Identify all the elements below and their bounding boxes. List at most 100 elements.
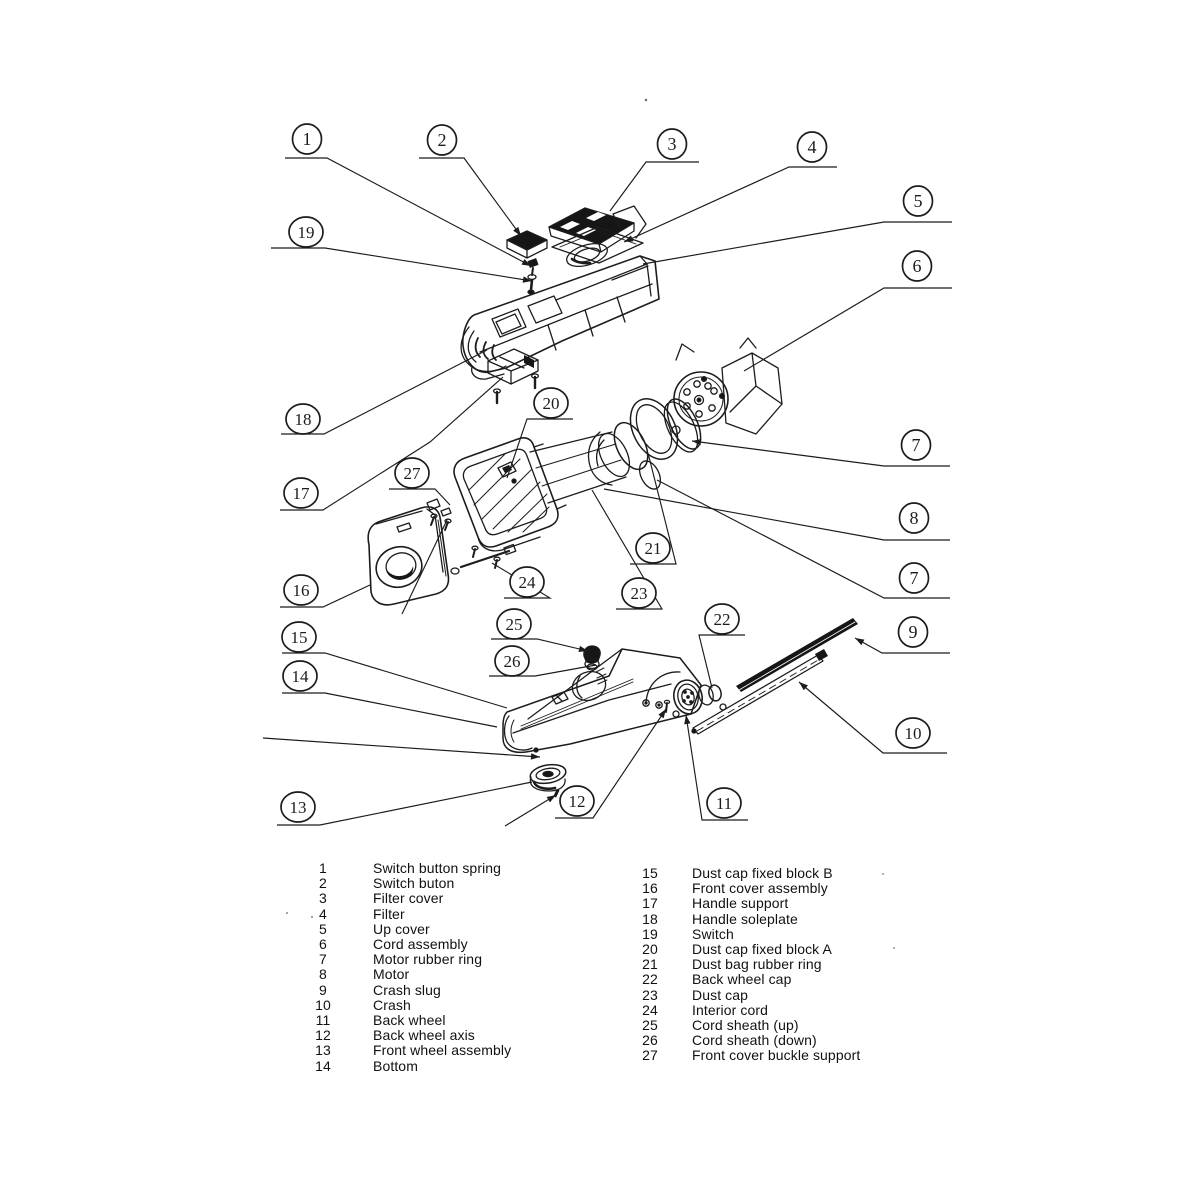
callout-18: 18 [285, 403, 321, 435]
up-cover-drawing [462, 242, 660, 373]
callout-number: 5 [914, 191, 923, 211]
callout-number: 11 [716, 794, 732, 813]
parts-list-row: 27 Front cover buckle support [633, 1048, 860, 1063]
leader-arrowhead [578, 645, 588, 653]
part-name: Front wheel assembly [373, 1042, 512, 1059]
switch-button-drawing [506, 230, 548, 259]
part-name: Cord sheath (up) [692, 1017, 799, 1034]
part-name: Handle soleplate [692, 910, 798, 927]
handle-soleplate-drawing [487, 348, 540, 405]
callout-number: 20 [543, 394, 560, 413]
part-name: Crash [373, 996, 411, 1013]
callout-number: 16 [293, 581, 310, 600]
callout-24: 24 [509, 566, 545, 598]
part-number: 8 [319, 966, 327, 983]
leader-line-17 [280, 376, 504, 511]
leader-line-16 [280, 584, 371, 608]
part-name: Back wheel cap [692, 971, 792, 988]
callout-2: 2 [426, 124, 458, 156]
callout-19: 19 [288, 216, 324, 248]
leader-line-19 [271, 247, 533, 282]
part-number: 6 [319, 936, 327, 953]
leader-line-10 [798, 681, 947, 754]
dust-cap-horn-drawing [453, 437, 567, 552]
part-name: Interior cord [692, 1001, 768, 1018]
callout-number: 2 [438, 130, 447, 150]
callout-number: 10 [905, 724, 922, 743]
part-number: 12 [315, 1027, 331, 1044]
callout-25: 25 [496, 608, 532, 640]
callout-number: 25 [506, 615, 523, 634]
back-wheel-drawing [672, 679, 727, 718]
callout-6: 6 [901, 250, 933, 282]
part-name: Switch [692, 925, 734, 942]
callout-circle [285, 403, 321, 435]
bottom-tray-drawing [502, 648, 702, 798]
leader-arrowhead [855, 638, 865, 646]
callout-circle [656, 128, 688, 160]
part-name: Switch buton [373, 875, 455, 892]
callout-number: 19 [298, 223, 315, 242]
part-name: Front cover buckle support [692, 1047, 861, 1064]
part-number: 19 [642, 925, 658, 942]
callout-circle [901, 250, 933, 282]
part-number: 25 [642, 1017, 658, 1034]
callout-circle [283, 477, 319, 509]
part-number: 1 [319, 860, 327, 876]
leader-line-13 [277, 781, 533, 826]
filter-drawing [551, 226, 644, 264]
leader-arrowhead [530, 753, 540, 760]
callout-circle [282, 660, 318, 692]
part-name: Handle support [692, 895, 789, 912]
callout-number: 24 [519, 573, 537, 592]
leader-arrowhead [684, 715, 691, 725]
motor-rubber-ring-drawing [663, 398, 702, 453]
part-number: 17 [642, 895, 658, 912]
parts-list-row: 8 Motor [306, 967, 511, 982]
leader-line-21 [630, 452, 677, 565]
leader-line-20 [506, 418, 573, 479]
part-name: Motor [373, 966, 410, 983]
callout-20: 20 [533, 387, 569, 419]
parts-list-row: 19 Switch [633, 925, 860, 942]
part-name: Filter [373, 905, 405, 922]
callout-number: 13 [290, 798, 307, 817]
dust-bag-rubber-ring-drawing [629, 398, 679, 460]
parts-list-row: 25 Cord sheath (up) [633, 1017, 860, 1034]
leader-line-22 [698, 634, 745, 689]
callout-circle [895, 717, 931, 749]
leader-line-8 [603, 488, 950, 541]
crash-drawing [691, 649, 828, 735]
part-number: 27 [642, 1047, 658, 1064]
part-name: Motor rubber ring [373, 951, 483, 968]
callout-22: 22 [704, 603, 740, 635]
part-name: Dust bag rubber ring [692, 956, 822, 973]
leader-lines-layer [262, 157, 952, 827]
leader-arrowhead [546, 795, 556, 803]
dust-cap-cylinder-drawing [497, 431, 662, 504]
callout-number: 17 [293, 484, 311, 503]
part-number: 16 [642, 880, 658, 897]
callout-circle [496, 608, 532, 640]
callout-13: 13 [280, 791, 316, 823]
callout-number: 9 [909, 622, 918, 642]
part-name: Front cover assembly [692, 880, 828, 897]
part-name: Cord assembly [373, 936, 468, 953]
callout-number: 7 [912, 435, 921, 455]
callout-circle [283, 574, 319, 606]
callout-number: 26 [504, 652, 521, 671]
part-name: Bottom [373, 1057, 418, 1074]
callout-number: 15 [291, 628, 308, 647]
callout-number: 12 [569, 792, 586, 811]
switch-spring-drawing [527, 258, 539, 295]
parts-list-row: 16 Front cover assembly [633, 881, 860, 896]
callout-23: 23 [621, 577, 657, 609]
leader-line-1 [285, 157, 532, 267]
